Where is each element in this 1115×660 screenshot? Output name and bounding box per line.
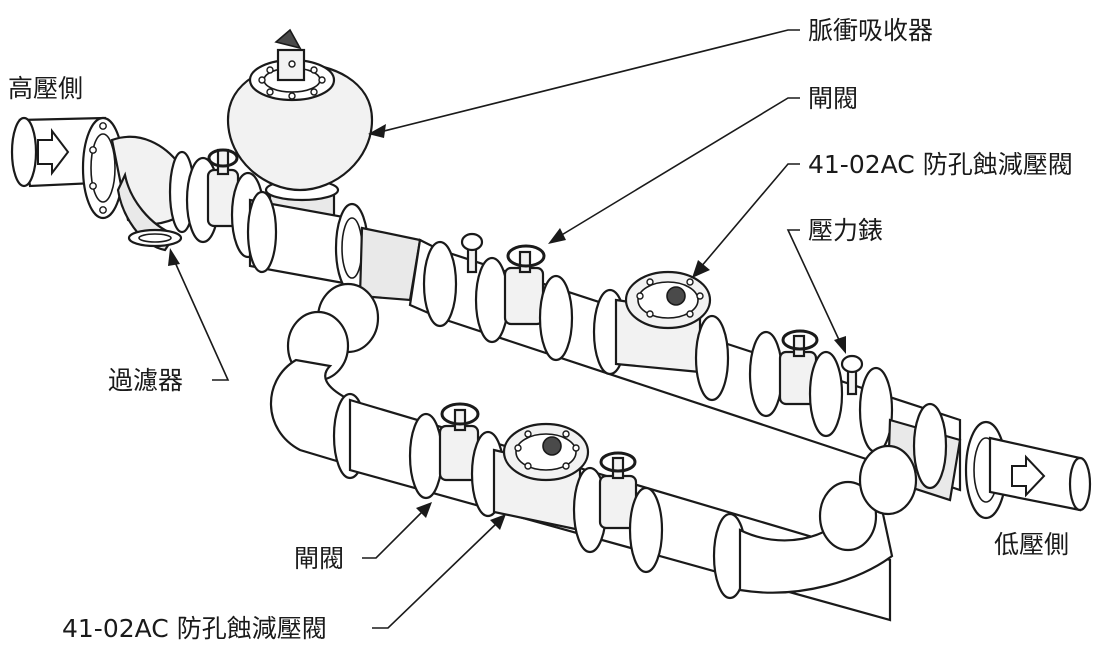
anti-cavitation-valve-top-label: 41-02AC 防孔蝕減壓閥 [808, 150, 1073, 179]
high-pressure-side-label: 高壓側 [8, 74, 84, 103]
bottom-branch [348, 398, 918, 622]
top-gate-valve-2-handwheel-icon [781, 329, 819, 351]
anti-cavitation-valve-bottom-label: 41-02AC 防孔蝕減壓閥 [62, 614, 327, 643]
strainer [110, 135, 196, 252]
bottom-gate-valve-2-handwheel-icon [599, 451, 637, 473]
gate-valve-bottom-label: 閘閥 [294, 544, 345, 573]
leader-lines [168, 29, 846, 629]
top-branch [422, 232, 962, 502]
gate-valve-handwheel-icon [207, 148, 239, 168]
outlet-flow-arrow-icon [1011, 454, 1046, 498]
gate-valve-top-label: 閘閥 [808, 84, 859, 113]
strainer-label: 過濾器 [108, 366, 184, 395]
bottom-gate-valve-handwheel-icon [440, 402, 480, 426]
low-pressure-side-label: 低壓側 [994, 530, 1070, 559]
surge-absorber-label: 脈衝吸收器 [808, 16, 934, 45]
pressure-gauge-label: 壓力錶 [808, 216, 884, 245]
inlet-flow-arrow-icon [37, 128, 70, 176]
top-gate-valve-handwheel-icon [506, 244, 546, 268]
outlet-pipe [912, 402, 1092, 520]
